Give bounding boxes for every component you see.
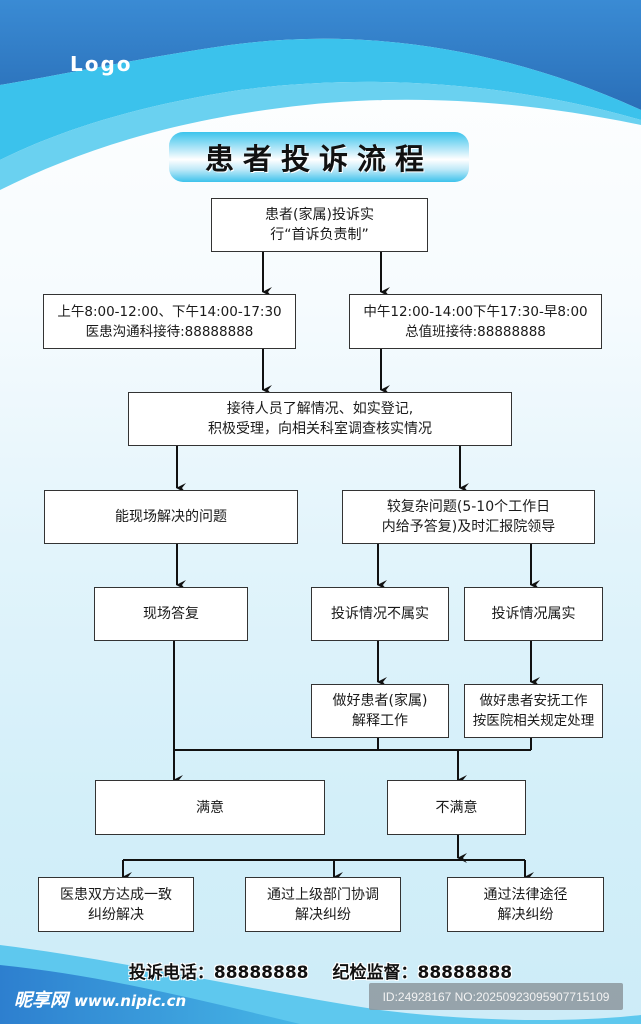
complaint-phone: 88888888 xyxy=(213,963,309,983)
node-complex-issue: 较复杂问题(5-10个工作日 内给予答复)及时汇报院领导 xyxy=(342,490,595,544)
node-start: 患者(家属)投诉实 行“首诉负责制” xyxy=(211,198,428,252)
node-comfort: 做好患者安抚工作 按医院相关规定处理 xyxy=(464,684,603,738)
node-offhours: 中午12:00-14:00下午17:30-早8:00 总值班接待:8888888… xyxy=(349,294,602,349)
node-explain: 做好患者(家属) 解释工作 xyxy=(311,684,449,738)
node-daytime: 上午8:00-12:00、下午14:00-17:30 医患沟通科接待:88888… xyxy=(43,294,296,349)
node-onsite-reply: 现场答复 xyxy=(94,587,248,641)
node-superior: 通过上级部门协调 解决纠纷 xyxy=(245,877,401,932)
title-banner: 患者投诉流程 xyxy=(169,132,469,182)
supervision-label: 纪检监督： xyxy=(332,963,418,983)
logo: Logo xyxy=(70,52,133,76)
node-onsite-issue: 能现场解决的问题 xyxy=(44,490,298,544)
watermark-brand-name: 昵享网 xyxy=(14,990,68,1011)
complaint-label: 投诉电话： xyxy=(128,963,214,983)
watermark-site: www.nipic.cn xyxy=(74,992,187,1010)
page-title: 患者投诉流程 xyxy=(204,142,433,176)
node-legal: 通过法律途径 解决纠纷 xyxy=(447,877,604,932)
node-unsatisfied: 不满意 xyxy=(387,780,526,835)
node-agreement: 医患双方达成一致 纠纷解决 xyxy=(38,877,194,932)
node-not-true: 投诉情况不属实 xyxy=(311,587,449,641)
node-satisfied: 满意 xyxy=(95,780,325,835)
watermark-brand: 昵享网 www.nipic.cn xyxy=(14,986,186,1012)
supervision-phone: 88888888 xyxy=(417,963,513,983)
node-reception: 接待人员了解情况、如实登记, 积极受理，向相关科室调查核实情况 xyxy=(128,392,512,446)
watermark-id: ID:24928167 NO:20250923095907715109 xyxy=(369,983,623,1010)
node-is-true: 投诉情况属实 xyxy=(464,587,603,641)
